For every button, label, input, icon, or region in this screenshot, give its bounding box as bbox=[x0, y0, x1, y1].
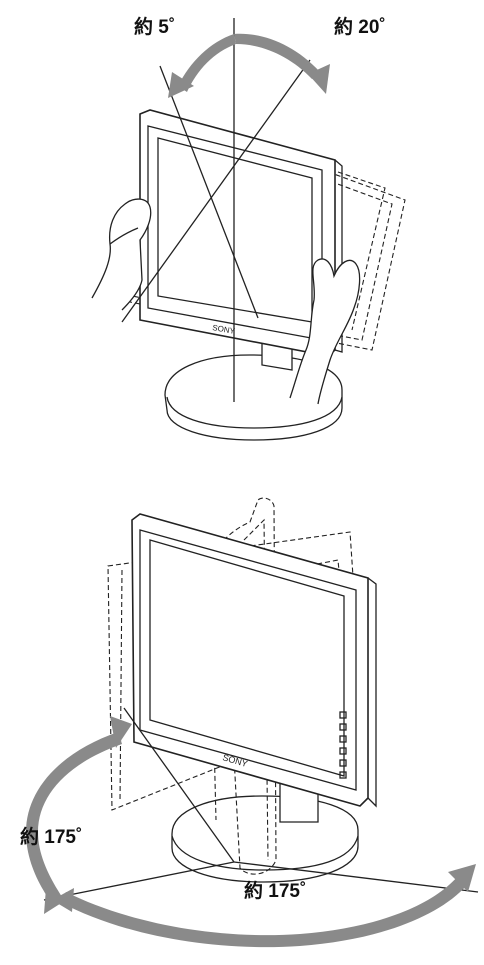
swivel-left-line bbox=[43, 861, 235, 901]
arrowhead-swivel-right-end bbox=[448, 864, 476, 892]
left-hand bbox=[91, 198, 152, 311]
swivel-diagram: SONY bbox=[43, 497, 479, 901]
swivel-right-label: 約 175˚ bbox=[244, 881, 307, 902]
left-hand-finger bbox=[109, 227, 139, 245]
backward-tilt-line bbox=[121, 59, 311, 323]
swivel-right-line bbox=[233, 861, 479, 893]
swivel-arrow-right bbox=[52, 864, 476, 948]
tilt-forward-label: 約 5˚ bbox=[134, 17, 176, 38]
arrowhead-swivel-left-top bbox=[110, 716, 132, 748]
swivel-arrow-left bbox=[26, 716, 132, 914]
forward-tilt-line bbox=[159, 65, 259, 319]
arrowhead-backward bbox=[308, 64, 330, 94]
swivel-center-line bbox=[123, 707, 235, 863]
monitor-front-bottom bbox=[131, 513, 377, 808]
brand-logo-top: SONY bbox=[212, 323, 237, 336]
arrowhead-forward bbox=[168, 72, 194, 98]
tilt-arrow bbox=[168, 33, 330, 98]
arrowhead-swivel-right-start bbox=[52, 888, 74, 912]
right-hand bbox=[289, 258, 361, 405]
swivel-left-label: 約 175˚ bbox=[20, 827, 83, 848]
tilt-diagram: SONY bbox=[91, 18, 406, 441]
tilt-backward-label: 約 20˚ bbox=[334, 17, 386, 38]
